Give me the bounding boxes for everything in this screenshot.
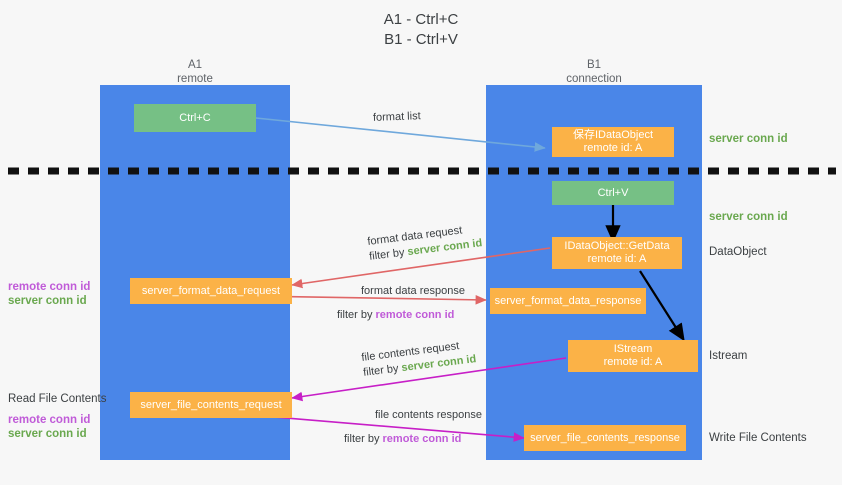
filter-prefix: filter by [368, 246, 409, 263]
node-ctrl-v[interactable]: Ctrl+V [552, 181, 674, 205]
edge-label-format-data-request: format data request filter by server con… [367, 221, 484, 265]
left-label-server-conn-id-low: server conn id [8, 428, 87, 440]
left-label-read-file-contents: Read File Contents [8, 393, 107, 405]
node-server-format-data-response[interactable]: server_format_data_response [490, 288, 646, 314]
right-label-server-conn-id-top: server conn id [709, 133, 788, 145]
edge-label-file-contents-response: file contents response filter by remote … [344, 408, 483, 447]
node-server-format-data-request-label: server_format_data_request [141, 284, 281, 297]
edge-label-file-contents-response-filter: filter by remote conn id [344, 432, 482, 447]
right-label-write-file-contents: Write File Contents [709, 432, 807, 444]
node-istream-line1: IStream [613, 343, 653, 355]
edge-label-format-list-text: format list [372, 110, 421, 124]
left-label-remote-conn-id-mid: remote conn id [8, 281, 91, 293]
filter-prefix: filter by [344, 433, 383, 445]
left-label-remote-conn-id-low: remote conn id [8, 414, 91, 426]
column-b1-sub: connection [566, 73, 622, 85]
column-header-a1: A1 remote [100, 58, 290, 86]
node-ctrl-v-label: Ctrl+V [597, 186, 629, 199]
edge-label-format-data-response-filter: filter by remote conn id [337, 308, 465, 323]
edge-label-format-data-response: format data response filter by remote co… [337, 284, 465, 323]
filter-value-remote-conn-id: remote conn id [382, 433, 462, 445]
column-a1-sub: remote [177, 73, 213, 85]
title-line-2: B1 - Ctrl+V [384, 31, 458, 48]
column-header-b1: B1 connection [486, 58, 702, 86]
right-label-server-conn-id-mid: server conn id [709, 211, 788, 223]
node-idataobject-getdata[interactable]: IDataObject::GetData remote id: A [552, 237, 682, 269]
column-b1-name: B1 [586, 59, 602, 71]
right-label-dataobject: DataObject [709, 246, 767, 258]
node-server-file-contents-response[interactable]: server_file_contents_response [524, 425, 686, 451]
node-istream[interactable]: IStream remote id: A [568, 340, 698, 372]
node-server-file-contents-request-label: server_file_contents_request [140, 398, 282, 411]
node-save-idataobject[interactable]: 保存IDataObject remote id: A [552, 127, 674, 157]
edge-label-format-data-response-text: format data response [361, 285, 465, 297]
node-save-idataobject-line2: remote id: A [583, 142, 643, 154]
edge-label-file-contents-response-text: file contents response [375, 409, 483, 421]
edge-label-file-contents-request: file contents request filter by server c… [361, 337, 478, 381]
node-server-file-contents-request[interactable]: server_file_contents_request [130, 392, 292, 418]
node-ctrl-c-label: Ctrl+C [179, 111, 211, 124]
diagram-title: A1 - Ctrl+C B1 - Ctrl+V [0, 10, 842, 50]
filter-value-remote-conn-id: remote conn id [375, 309, 455, 321]
left-label-server-conn-id-mid: server conn id [8, 295, 87, 307]
node-ctrl-c[interactable]: Ctrl+C [134, 104, 256, 132]
title-line-1: A1 - Ctrl+C [383, 11, 459, 28]
node-server-format-data-response-label: server_format_data_response [494, 294, 642, 307]
node-save-idataobject-line1: 保存IDataObject [572, 129, 654, 141]
right-label-istream: Istream [709, 350, 748, 362]
filter-prefix: filter by [362, 362, 403, 379]
column-a1-name: A1 [187, 59, 203, 71]
node-idataobject-getdata-line1: IDataObject::GetData [564, 240, 670, 252]
edge-label-format-list: format list [373, 109, 421, 126]
node-idataobject-getdata-line2: remote id: A [587, 253, 647, 265]
filter-prefix: filter by [337, 309, 376, 321]
node-server-file-contents-response-label: server_file_contents_response [530, 431, 680, 444]
node-istream-line2: remote id: A [603, 356, 663, 368]
node-server-format-data-request[interactable]: server_format_data_request [130, 278, 292, 304]
